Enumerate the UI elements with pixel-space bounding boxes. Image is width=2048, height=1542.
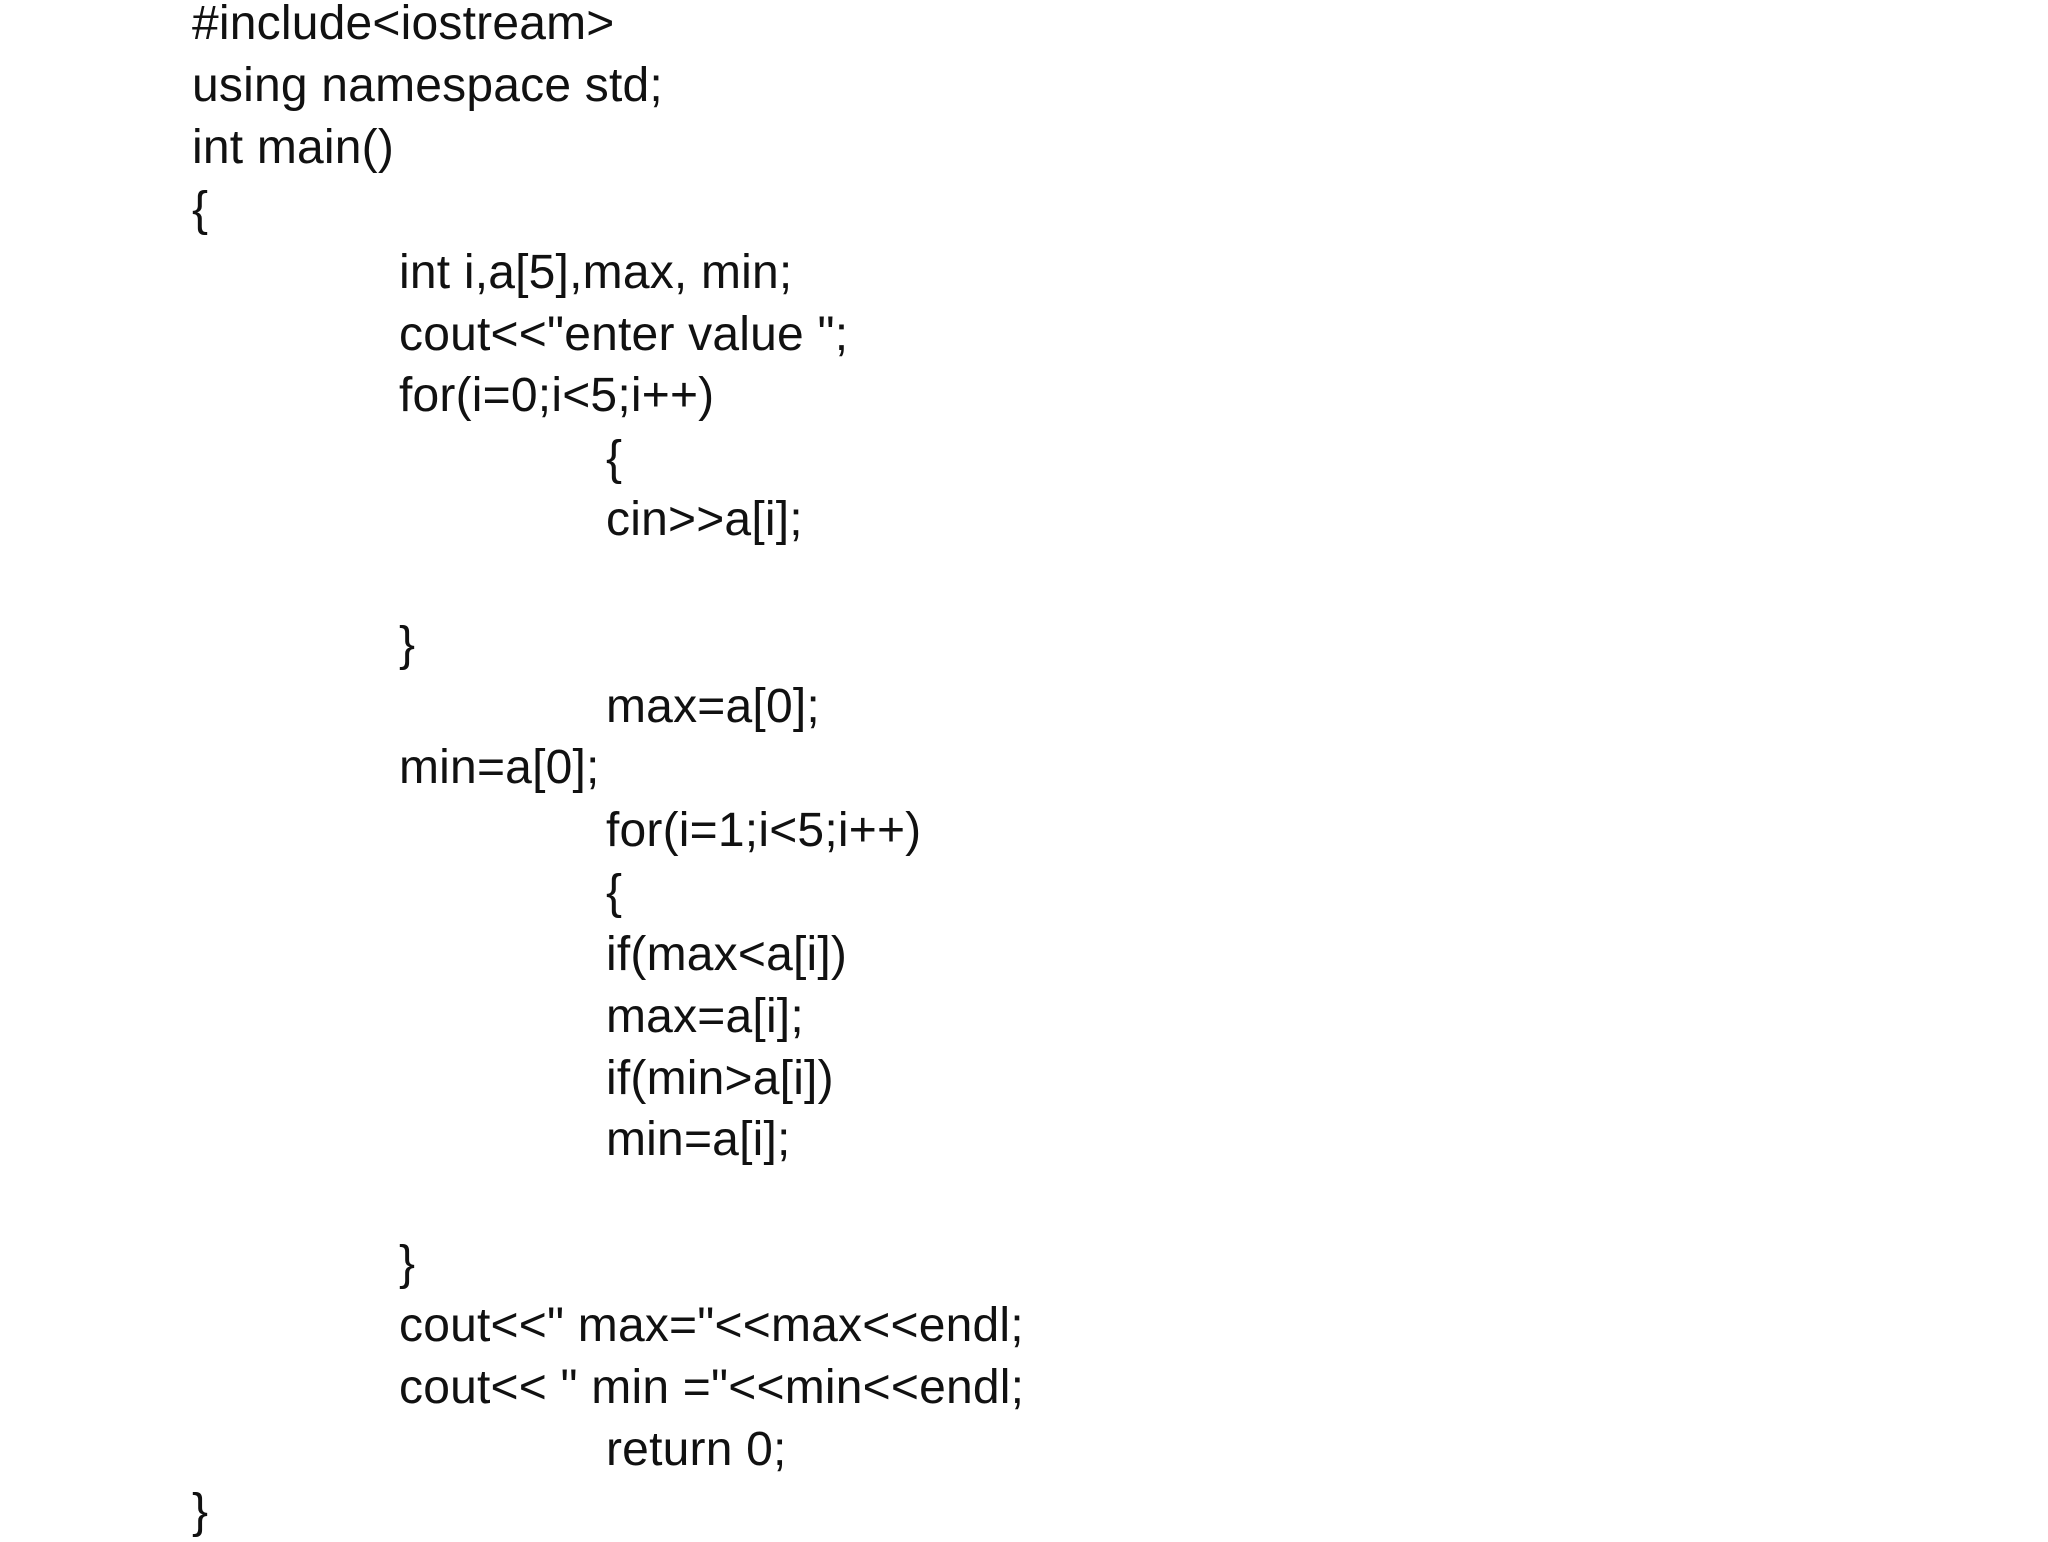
code-line-open-brace-main: { [192, 183, 209, 236]
code-line-declarations: int i,a[5],max, min; [399, 246, 793, 299]
code-line-input-loop: for(i=0;i<5;i++) [399, 369, 715, 422]
code-line-close-brace-compare-loop: } [399, 1237, 416, 1290]
code-line-prompt-output: cout<<"enter value "; [399, 308, 849, 361]
code-line-max-assign: max=a[i]; [606, 990, 804, 1043]
code-line-main-signature: int main() [192, 121, 395, 174]
code-line-return: return 0; [606, 1423, 787, 1476]
code-line-include: #include<iostream> [192, 0, 615, 50]
code-line-if-min: if(min>a[i]) [606, 1052, 834, 1105]
code-line-open-brace-compare-loop: { [606, 866, 623, 919]
code-line-max-init: max=a[0]; [606, 680, 820, 733]
code-line-compare-loop: for(i=1;i<5;i++) [606, 804, 922, 857]
code-line-close-brace-main: } [192, 1485, 209, 1538]
code-line-if-max: if(max<a[i]) [606, 928, 848, 981]
code-line-output-max: cout<<" max="<<max<<endl; [399, 1299, 1024, 1352]
code-line-output-min: cout<< " min ="<<min<<endl; [399, 1361, 1025, 1414]
code-line-min-assign: min=a[i]; [606, 1113, 791, 1166]
code-line-close-brace-input-loop: } [399, 618, 416, 671]
code-line-min-init: min=a[0]; [399, 741, 600, 794]
code-line-read-input: cin>>a[i]; [606, 493, 803, 546]
code-line-using-namespace: using namespace std; [192, 59, 663, 112]
code-line-open-brace-input-loop: { [606, 432, 623, 485]
